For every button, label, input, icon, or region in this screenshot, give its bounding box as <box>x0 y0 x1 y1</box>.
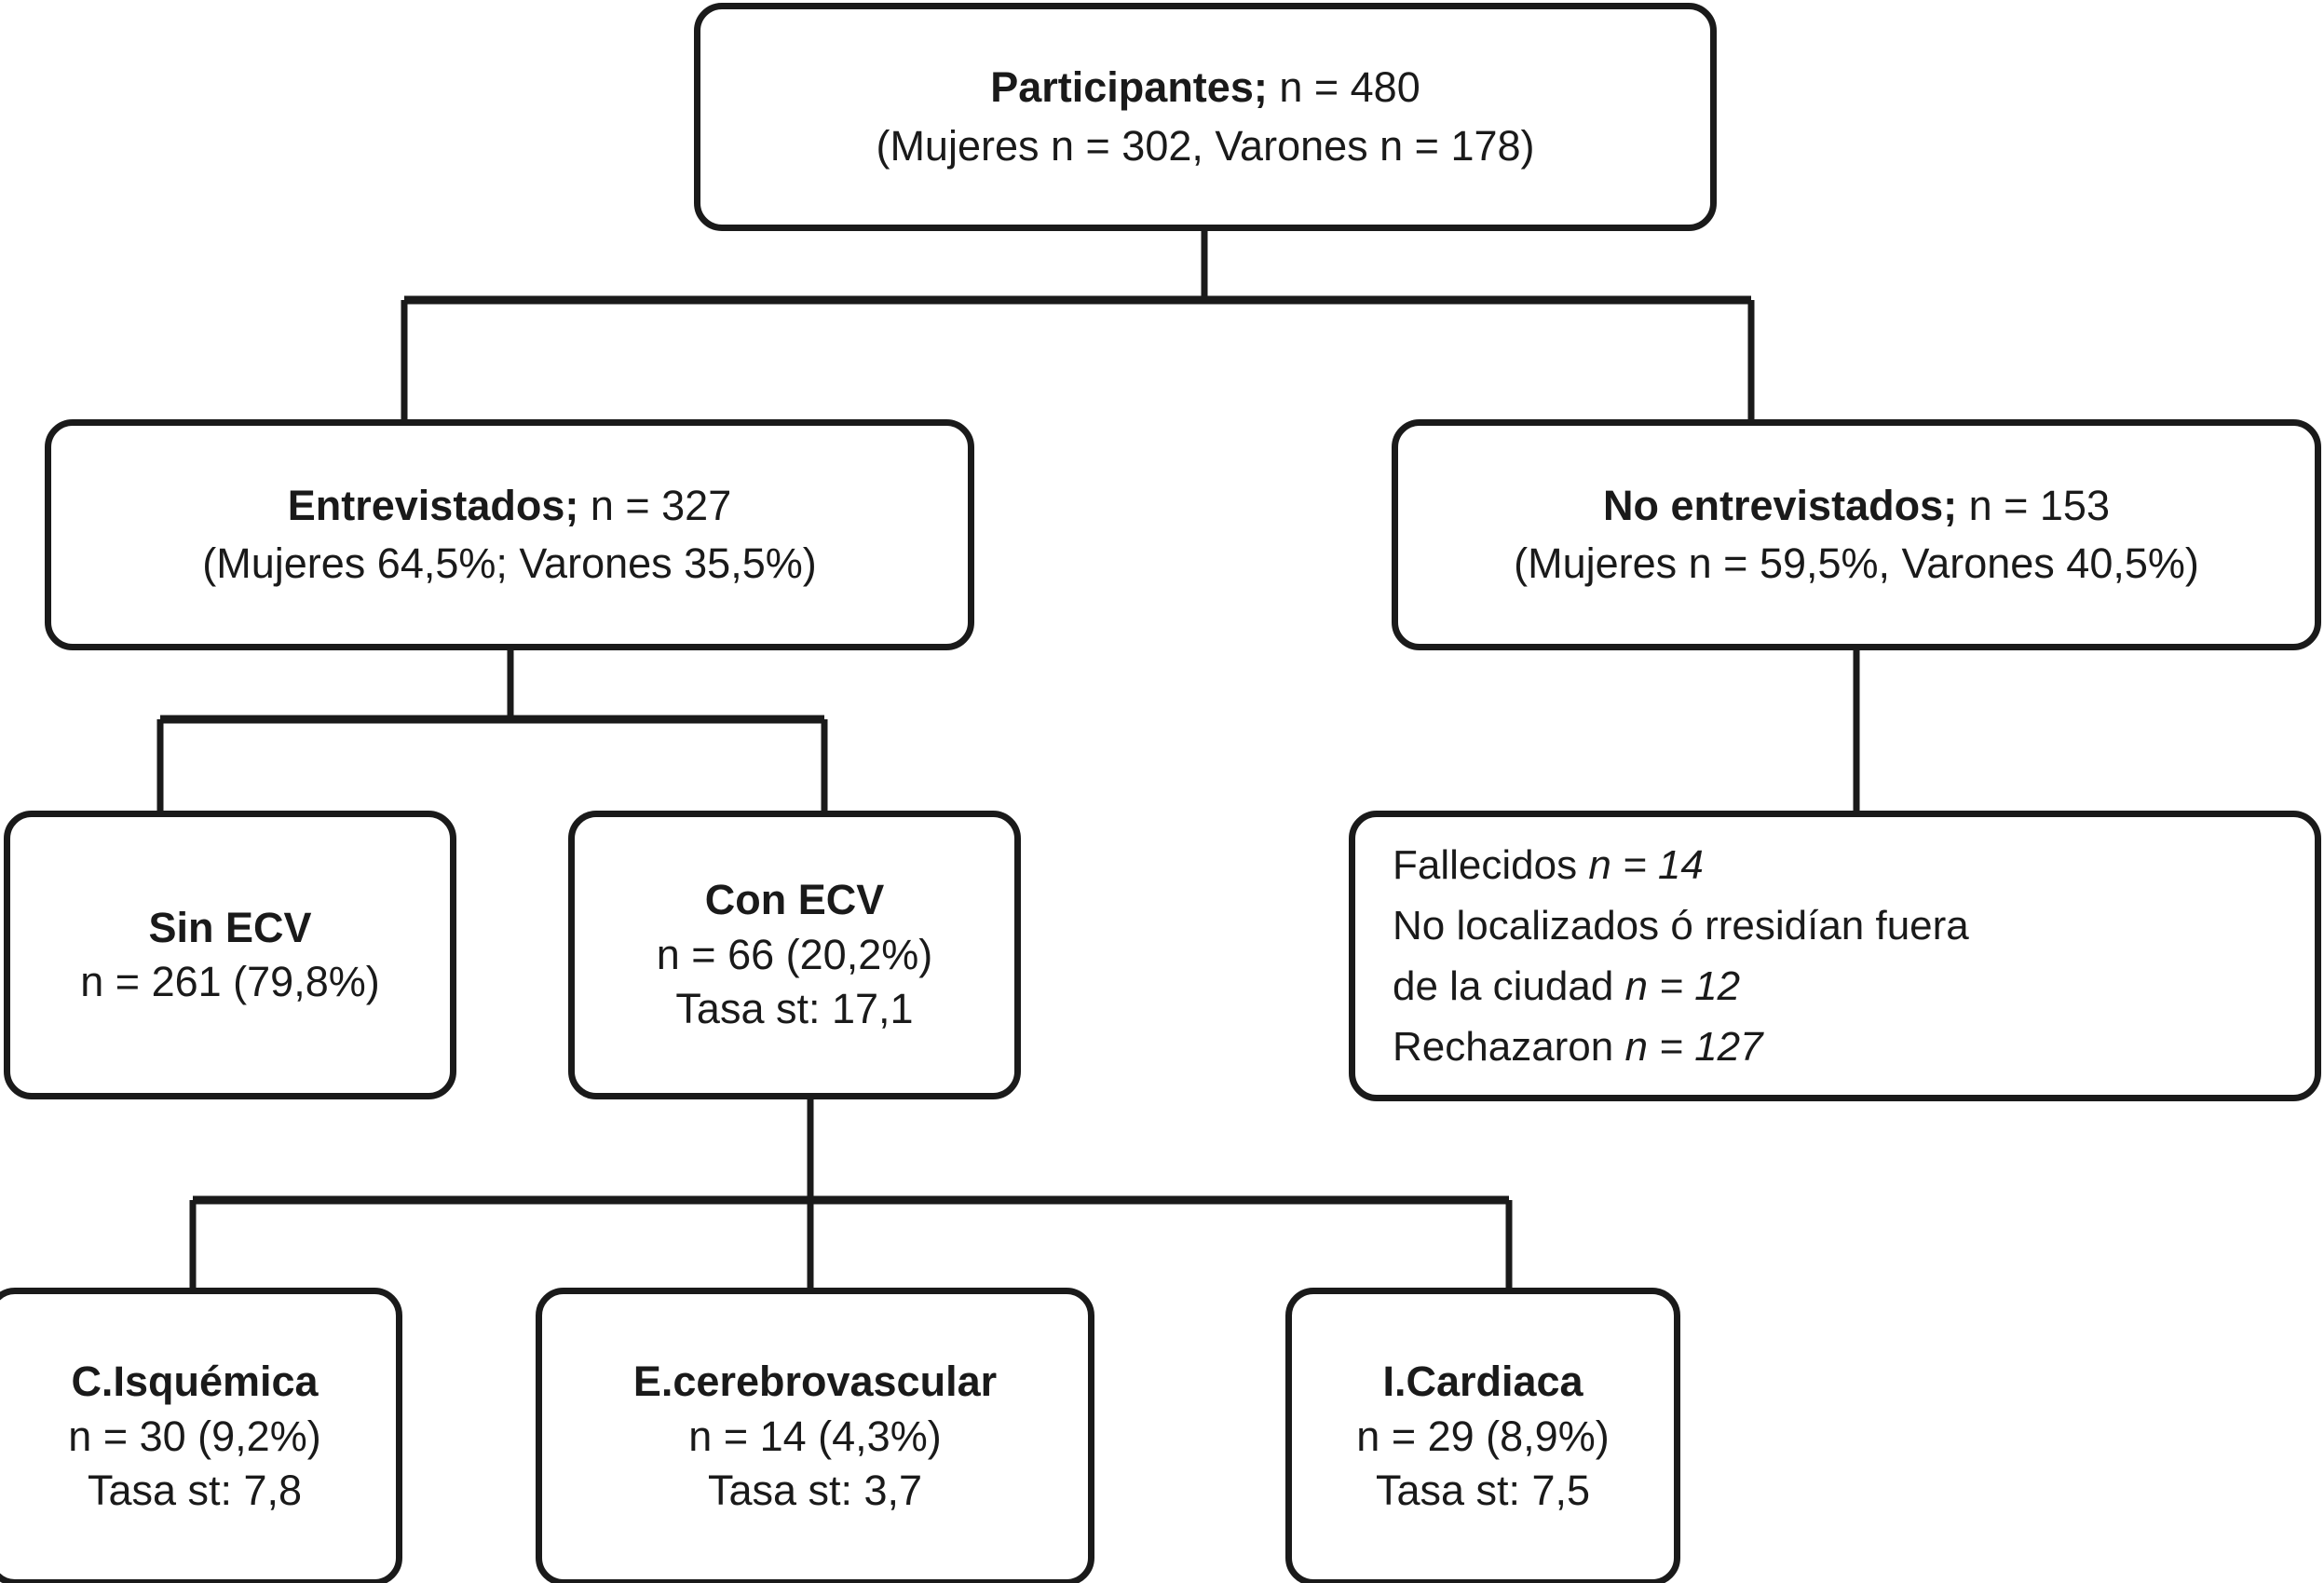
rechazaron-line: Rechazaron n = 127 <box>1393 1017 1763 1077</box>
participantes-breakdown: (Mujeres n = 302, Varones n = 178) <box>876 121 1535 170</box>
cerebrovascular-count: n = 14 (4,3%) <box>688 1412 942 1460</box>
node-entrevistados[interactable]: Entrevistados; n = 327 (Mujeres 64,5%; V… <box>45 419 974 650</box>
isquemica-title: C.Isquémica <box>71 1358 319 1406</box>
fallecidos-count: n = 14 <box>1588 841 1704 888</box>
node-isquemica[interactable]: C.Isquémica n = 30 (9,2%) Tasa st: 7,8 <box>0 1288 402 1583</box>
fallecidos-label: Fallecidos <box>1393 841 1589 888</box>
no-entrevistados-label: No entrevistados; <box>1603 481 1958 529</box>
entrevistados-breakdown: (Mujeres 64,5%; Varones 35,5%) <box>202 539 817 587</box>
no-entrevistados-headline: No entrevistados; n = 153 <box>1603 477 2110 536</box>
node-participantes[interactable]: Participantes; n = 480 (Mujeres n = 302,… <box>694 3 1717 231</box>
rechazaron-label: Rechazaron <box>1393 1024 1625 1071</box>
entrevistados-headline: Entrevistados; n = 327 <box>288 477 732 536</box>
cardiaca-rate: Tasa st: 7,5 <box>1375 1467 1591 1515</box>
isquemica-count: n = 30 (9,2%) <box>68 1412 321 1460</box>
no-localizados-count: n = 12 <box>1624 963 1741 1009</box>
isquemica-rate: Tasa st: 7,8 <box>87 1467 303 1515</box>
node-no-entrevistados[interactable]: No entrevistados; n = 153 (Mujeres n = 5… <box>1392 419 2321 650</box>
node-cerebrovascular[interactable]: E.cerebrovascular n = 14 (4,3%) Tasa st:… <box>536 1288 1094 1583</box>
node-fallecidos[interactable]: Fallecidos n = 14 No localizados ó rresi… <box>1349 811 2321 1101</box>
con-ecv-rate: Tasa st: 17,1 <box>675 985 914 1033</box>
fallecidos-line: Fallecidos n = 14 <box>1393 835 1704 895</box>
no-entrevistados-count: n = 153 <box>1957 481 2110 529</box>
cardiaca-title: I.Cardiaca <box>1382 1358 1583 1406</box>
node-cardiaca[interactable]: I.Cardiaca n = 29 (8,9%) Tasa st: 7,5 <box>1285 1288 1680 1583</box>
no-localizados-line: No localizados ó rresidían fuera <box>1393 902 1969 948</box>
entrevistados-label: Entrevistados; <box>287 481 579 529</box>
participantes-count: n = 480 <box>1267 63 1420 111</box>
cerebrovascular-title: E.cerebrovascular <box>632 1358 998 1406</box>
node-sin-ecv[interactable]: Sin ECV n = 261 (79,8%) <box>4 811 456 1099</box>
node-con-ecv[interactable]: Con ECV n = 66 (20,2%) Tasa st: 17,1 <box>568 811 1021 1099</box>
con-ecv-count: n = 66 (20,2%) <box>656 930 933 978</box>
sin-ecv-title: Sin ECV <box>148 903 312 951</box>
entrevistados-count: n = 327 <box>578 481 732 529</box>
sin-ecv-count: n = 261 (79,8%) <box>80 958 380 1005</box>
no-entrevistados-breakdown: (Mujeres n = 59,5%, Varones 40,5%) <box>1514 539 2199 587</box>
no-localizados-line-cont: de la ciudad n = 12 <box>1393 956 1740 1017</box>
rechazaron-count: n = 127 <box>1624 1024 1763 1071</box>
cerebrovascular-rate: Tasa st: 3,7 <box>707 1467 923 1515</box>
no-localizados-label: de la ciudad <box>1393 963 1625 1009</box>
con-ecv-title: Con ECV <box>704 876 885 924</box>
participantes-headline: Participantes; n = 480 <box>990 59 1420 117</box>
participantes-label: Participantes; <box>990 63 1268 111</box>
cardiaca-count: n = 29 (8,9%) <box>1356 1412 1610 1460</box>
